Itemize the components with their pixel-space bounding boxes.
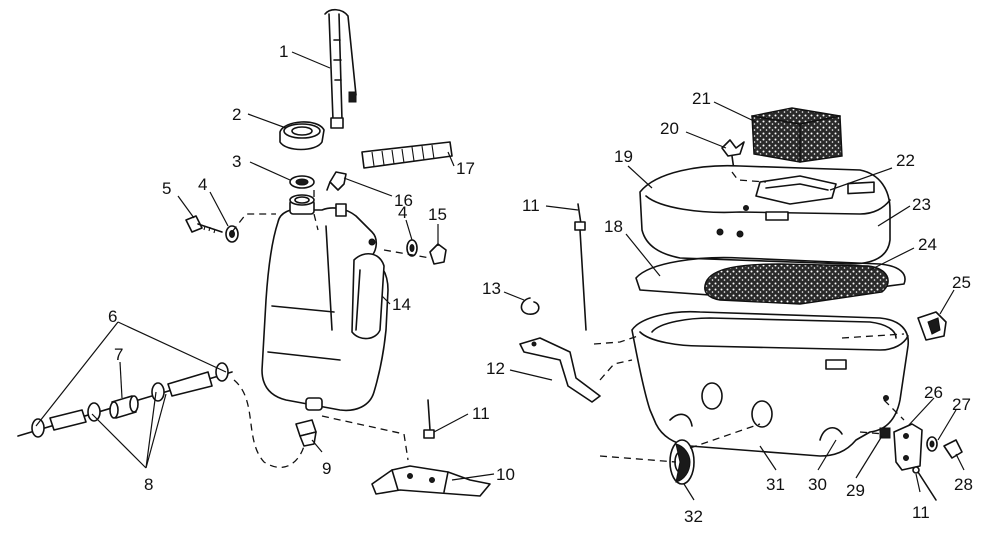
stud-part-center [423, 399, 435, 439]
callout-14: 14 [392, 295, 411, 314]
clip-part [917, 311, 947, 341]
washer-part-right [406, 239, 418, 257]
fuel-sender-part [324, 8, 357, 129]
wing-nut-part [721, 139, 745, 171]
washer-part-left [225, 225, 239, 243]
callout-16: 16 [394, 191, 413, 210]
stud-part-upper [574, 203, 587, 331]
callout-25: 25 [952, 273, 971, 292]
airbox-gasket-part [635, 256, 906, 301]
callout-27: 27 [952, 395, 971, 414]
callout-19: 19 [614, 147, 633, 166]
mount-bracket-part [371, 465, 491, 497]
callout-20: 20 [660, 119, 679, 138]
callout-15: 15 [428, 205, 447, 224]
filler-cap-part [279, 121, 325, 151]
callout-1: 1 [279, 42, 288, 61]
elbow-fitting-part [326, 171, 347, 191]
vent-hose-part [361, 141, 453, 169]
fuel-tank-assembly [17, 8, 491, 497]
callout-4-left: 4 [198, 175, 207, 194]
leader-lines [35, 51, 965, 501]
callout-22: 22 [896, 151, 915, 170]
callout-11-lower: 11 [912, 503, 930, 522]
fuel-tank-part [261, 194, 389, 412]
airbox-base-part [631, 310, 909, 457]
callout-10: 10 [496, 465, 515, 484]
airbox-lid-part [639, 164, 891, 265]
callout-28: 28 [954, 475, 973, 494]
washer-part-27 [926, 436, 938, 452]
callout-3: 3 [232, 152, 241, 171]
callout-12: 12 [486, 359, 505, 378]
fuel-line-part [17, 362, 233, 438]
spacer-part-29 [879, 427, 891, 439]
grommet-part [669, 439, 695, 485]
callout-29: 29 [846, 481, 865, 500]
callout-8: 8 [144, 475, 153, 494]
air-box-assembly [519, 107, 963, 501]
callout-5: 5 [162, 179, 171, 198]
callout-31: 31 [766, 475, 785, 494]
foam-element-part [751, 107, 843, 163]
callout-7: 7 [114, 345, 123, 364]
callout-11-upper: 11 [522, 196, 540, 215]
bolt-part-28 [943, 439, 963, 459]
side-bracket-part [893, 423, 923, 471]
callout-4-right: 4 [398, 203, 407, 222]
callout-32: 32 [684, 507, 703, 526]
gasket-part [289, 175, 315, 189]
spring-clip-part [520, 297, 540, 315]
callout-11-center: 11 [472, 404, 490, 423]
callout-6: 6 [108, 307, 117, 326]
callout-labels: 1 2 3 4 4 5 6 7 8 9 10 11 11 11 12 13 14… [108, 42, 973, 526]
callout-21: 21 [692, 89, 711, 108]
callout-9: 9 [322, 459, 331, 478]
nut-part-right [429, 243, 447, 265]
callout-17: 17 [456, 159, 475, 178]
callout-2: 2 [232, 105, 241, 124]
callout-13: 13 [482, 279, 501, 298]
foam-filter-pad-part [704, 263, 889, 305]
airbox-bracket-part [519, 337, 601, 403]
callout-30: 30 [808, 475, 827, 494]
outlet-fitting-part [295, 419, 317, 447]
stud-part-lower [912, 466, 937, 501]
callout-23: 23 [912, 195, 931, 214]
callout-18: 18 [604, 217, 623, 236]
callout-26: 26 [924, 383, 943, 402]
callout-24: 24 [918, 235, 937, 254]
bolt-part-left [185, 215, 223, 234]
